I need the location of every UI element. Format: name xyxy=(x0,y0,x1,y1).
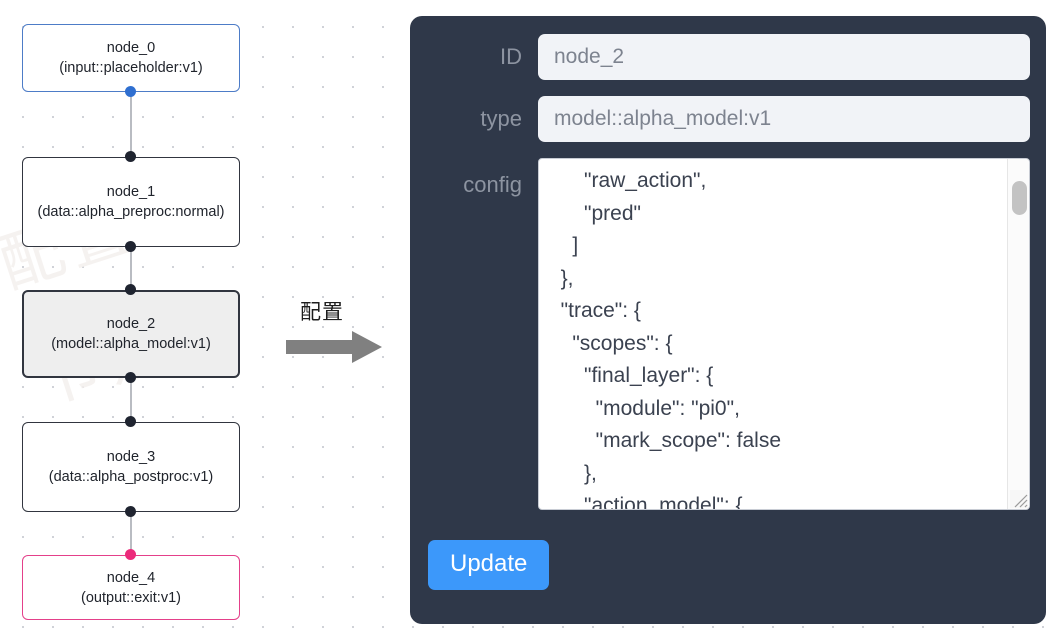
flow-node-title: node_2 xyxy=(106,316,156,332)
type-field-row: type xyxy=(426,96,1030,142)
config-textarea[interactable] xyxy=(539,159,1029,509)
update-button[interactable]: Update xyxy=(428,540,550,590)
config-scrollbar[interactable] xyxy=(1007,159,1029,509)
node1-output-handle[interactable] xyxy=(125,241,136,252)
edge-node1-node2 xyxy=(130,245,132,291)
flow-node-node_3[interactable]: node_3 (data::alpha_postproc:v1) xyxy=(22,422,240,512)
node4-input-handle[interactable] xyxy=(125,549,136,560)
node2-output-handle[interactable] xyxy=(125,372,136,383)
edge-node2-node3 xyxy=(130,376,132,421)
edge-node3-node4 xyxy=(130,510,132,554)
flow-node-title: node_3 xyxy=(106,449,156,465)
flow-node-subtitle: (data::alpha_preproc:normal) xyxy=(37,204,225,220)
edge-node0-node1 xyxy=(130,92,132,158)
id-field-label: ID xyxy=(500,44,522,69)
node1-input-handle[interactable] xyxy=(125,151,136,162)
flow-node-node_1[interactable]: node_1 (data::alpha_preproc:normal) xyxy=(22,157,240,247)
annotation-arrow-group: 配置 xyxy=(286,296,396,366)
flow-node-subtitle: (output::exit:v1) xyxy=(81,589,181,606)
id-field-row: ID xyxy=(426,34,1030,80)
node3-output-handle[interactable] xyxy=(125,506,136,517)
resize-grip-icon[interactable] xyxy=(1010,490,1028,508)
flow-node-node_4[interactable]: node_4 (output::exit:v1) xyxy=(22,555,240,620)
flow-node-title: node_0 xyxy=(106,40,156,56)
node2-input-handle[interactable] xyxy=(125,284,136,295)
config-field-label: config xyxy=(463,172,522,197)
flow-node-subtitle: (data::alpha_postproc:v1) xyxy=(48,469,214,485)
type-field-label: type xyxy=(480,106,522,131)
node-type-input[interactable] xyxy=(538,96,1030,142)
flow-node-title: node_1 xyxy=(106,184,156,200)
flow-node-node_2[interactable]: node_2 (model::alpha_model:v1) xyxy=(22,290,240,378)
config-textarea-wrapper xyxy=(538,158,1030,510)
config-scrollbar-thumb[interactable] xyxy=(1012,181,1027,215)
node-inspector-panel: ID type config xyxy=(410,16,1046,624)
node0-output-handle[interactable] xyxy=(125,86,136,97)
flow-node-subtitle: (input::placeholder:v1) xyxy=(59,60,203,76)
flow-node-subtitle: (model::alpha_model:v1) xyxy=(51,336,211,352)
right-arrow-icon xyxy=(286,330,386,369)
annotation-label: 配置 xyxy=(300,300,344,324)
node3-input-handle[interactable] xyxy=(125,416,136,427)
flow-node-title: node_4 xyxy=(106,569,156,586)
node-id-input[interactable] xyxy=(538,34,1030,80)
config-field-row: config xyxy=(426,158,1030,510)
flow-node-node_0[interactable]: node_0 (input::placeholder:v1) xyxy=(22,24,240,92)
